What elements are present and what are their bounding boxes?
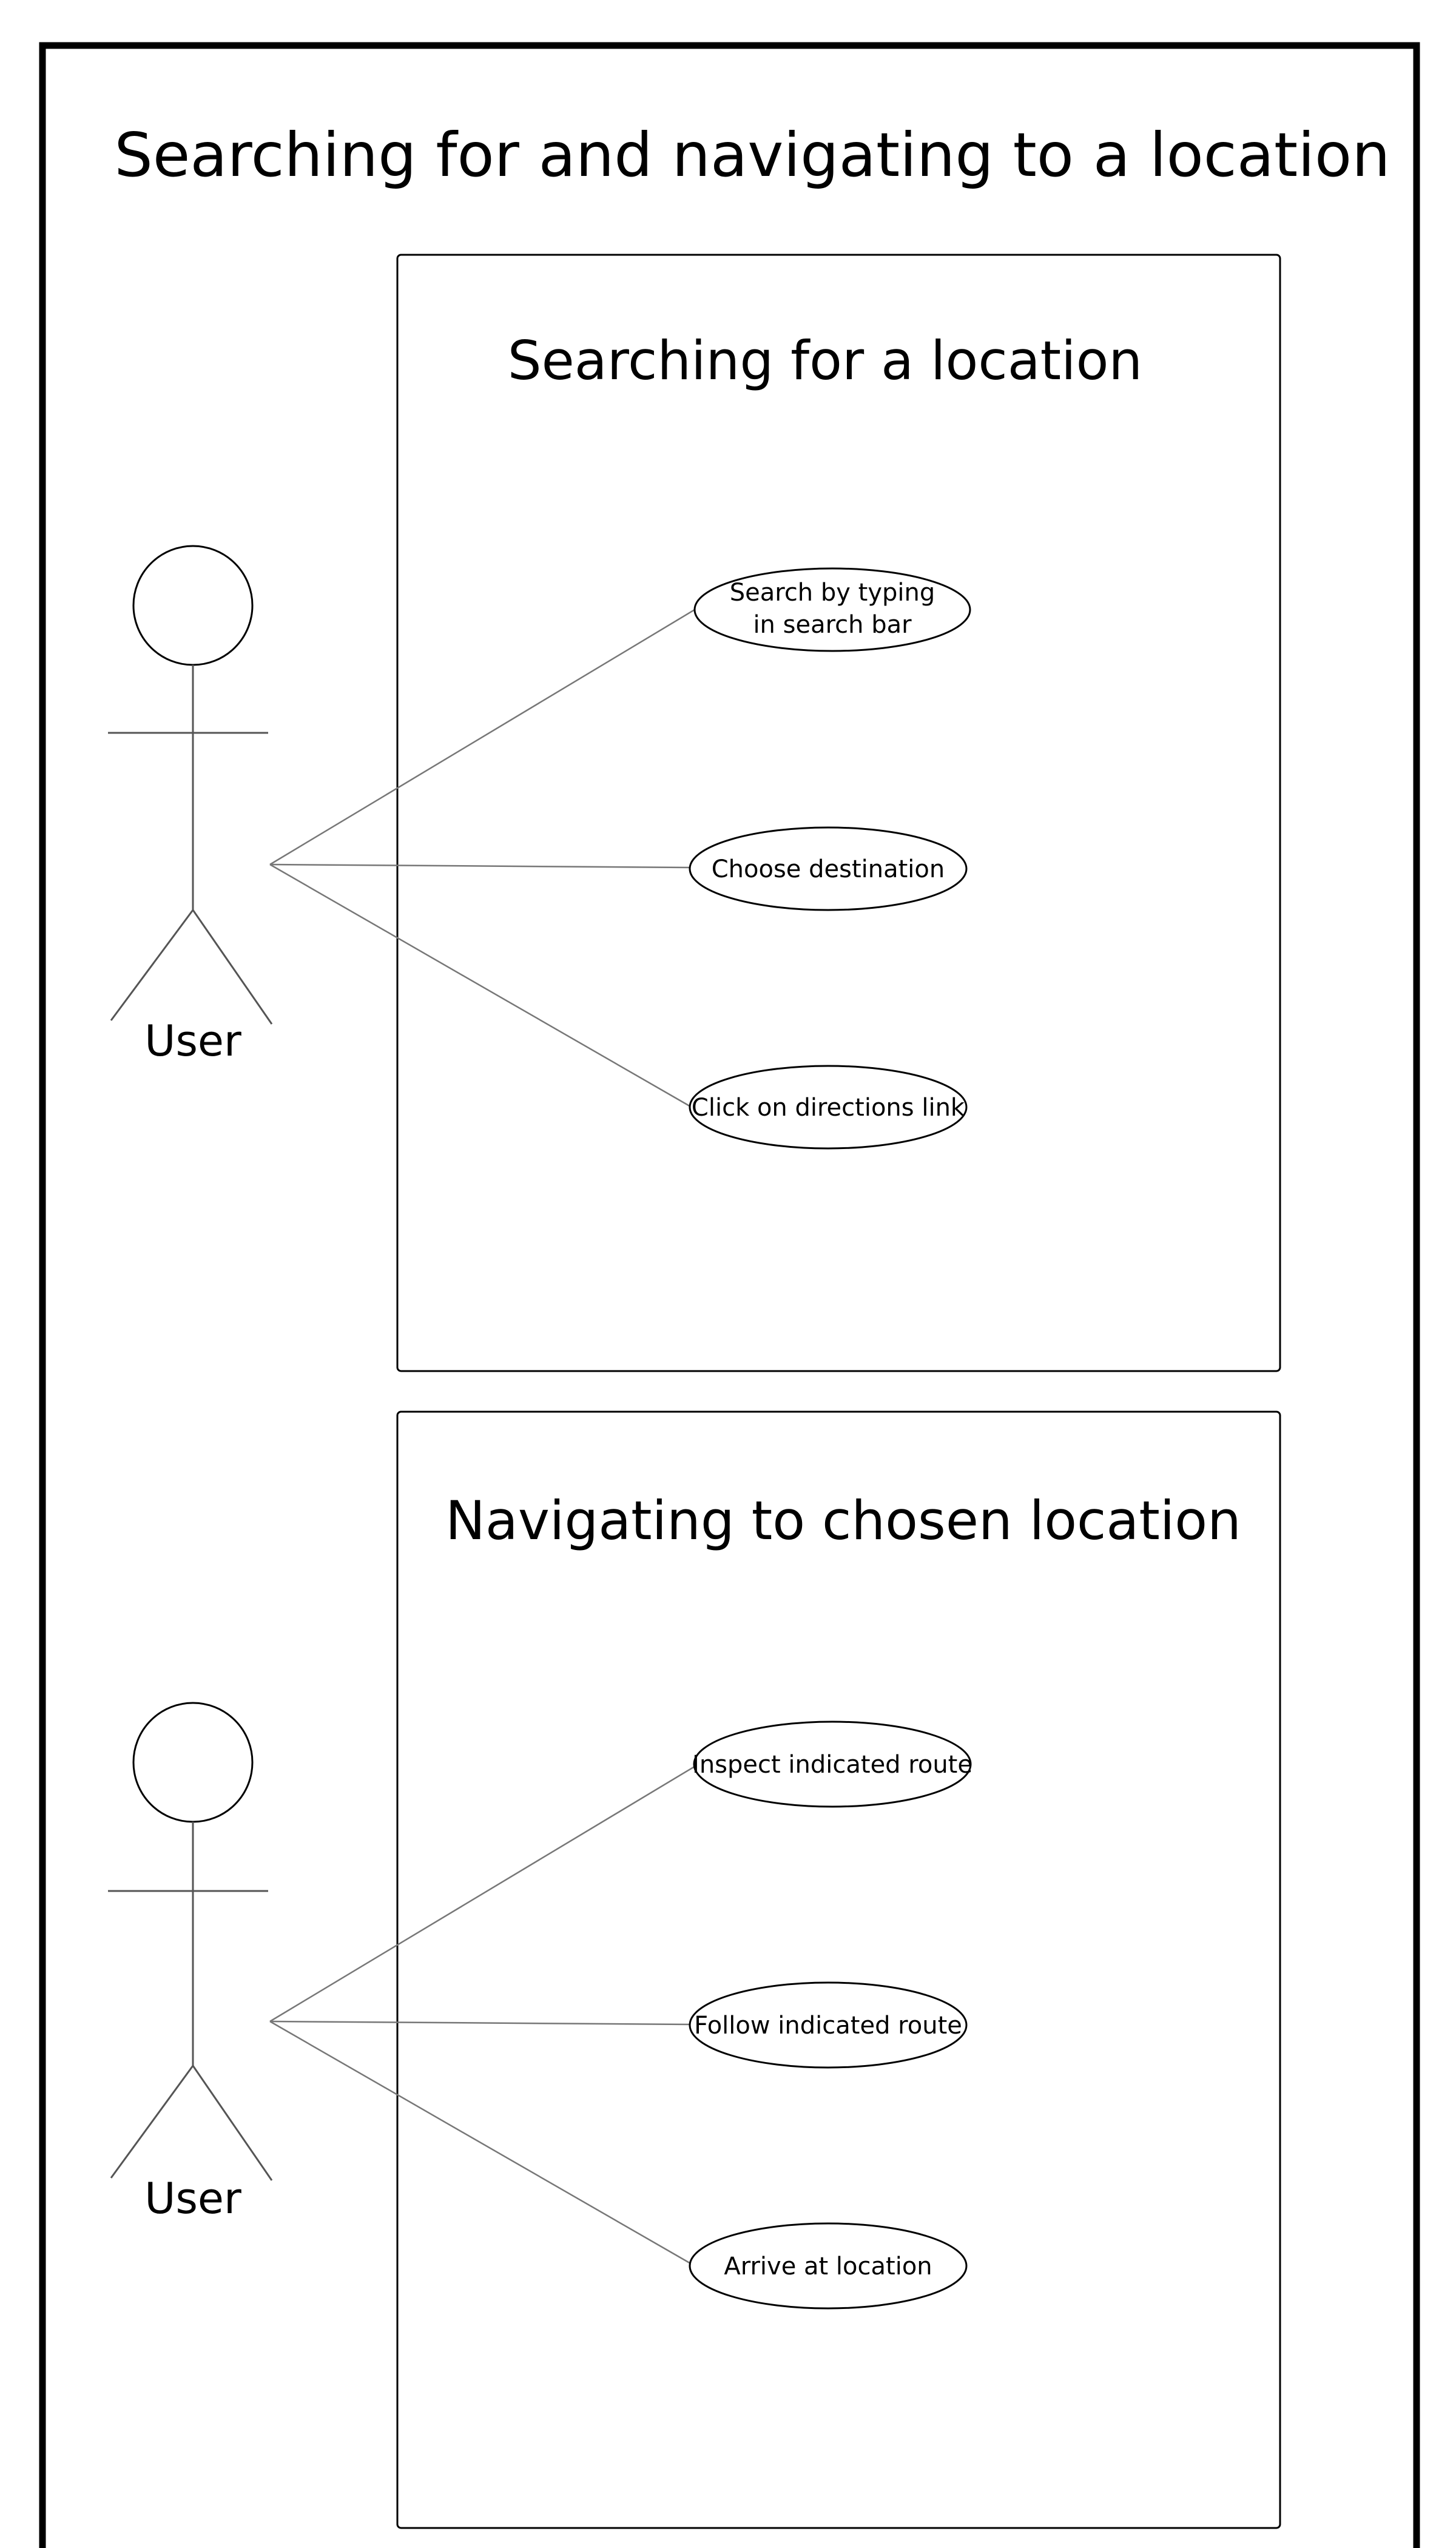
use-case-label: Click on directions link bbox=[692, 1094, 965, 1122]
actor-right-leg bbox=[192, 909, 273, 1025]
association-line bbox=[269, 2020, 692, 2265]
outer-frame bbox=[39, 42, 1420, 2548]
system-boundary bbox=[396, 254, 1281, 1372]
use-case-label: Inspect indicated route bbox=[692, 1751, 972, 1779]
actor-label: User bbox=[144, 1016, 241, 1066]
boundary-title: Searching for a location bbox=[508, 329, 1142, 392]
diagram-title: Searching for and navigating to a locati… bbox=[114, 120, 1390, 190]
use-case-label: Choose destination bbox=[712, 855, 945, 883]
actor-user: User bbox=[108, 545, 273, 1066]
use-case-follow-route: Follow indicated route bbox=[689, 1981, 968, 2069]
use-case-choose-destination: Choose destination bbox=[689, 826, 968, 911]
use-case-label-line: Search by typing bbox=[730, 579, 935, 607]
use-case-label: Arrive at location bbox=[724, 2253, 932, 2280]
use-case-ellipse bbox=[689, 2222, 968, 2310]
boundary-navigating: Navigating to chosen location User Inspe… bbox=[108, 1410, 1281, 2529]
association-line bbox=[269, 863, 692, 869]
actor-right-leg bbox=[192, 2065, 273, 2181]
use-case-ellipse bbox=[689, 1065, 968, 1150]
actor-head bbox=[132, 1702, 254, 1823]
actor-left-leg bbox=[110, 2065, 194, 2179]
use-case-label-line: in search bar bbox=[753, 611, 912, 639]
use-case-ellipse bbox=[693, 567, 971, 652]
use-case-arrive-location: Arrive at location bbox=[689, 2222, 968, 2310]
use-case-inspect-route: Inspect indicated route bbox=[692, 1721, 972, 1808]
association-line bbox=[269, 863, 692, 1108]
actor-user: User bbox=[108, 1702, 273, 2223]
use-case-click-directions: Click on directions link bbox=[689, 1065, 968, 1150]
use-case-label: Follow indicated route bbox=[694, 2012, 962, 2040]
association-line bbox=[269, 2020, 692, 2026]
actor-label: User bbox=[144, 2174, 241, 2223]
actor-left-leg bbox=[110, 909, 194, 1021]
association-line bbox=[269, 1764, 697, 2023]
use-case-ellipse bbox=[689, 1981, 968, 2069]
use-case-ellipse bbox=[689, 826, 968, 911]
boundary-title: Navigating to chosen location bbox=[445, 1489, 1241, 1552]
use-case-ellipse bbox=[693, 1721, 972, 1808]
actor-head bbox=[132, 545, 254, 666]
association-line bbox=[269, 608, 695, 866]
use-case-search-by-typing: Search by typing in search bar bbox=[693, 567, 971, 652]
boundary-searching: Searching for a location User Search by … bbox=[108, 254, 1281, 1372]
system-boundary bbox=[396, 1410, 1281, 2529]
